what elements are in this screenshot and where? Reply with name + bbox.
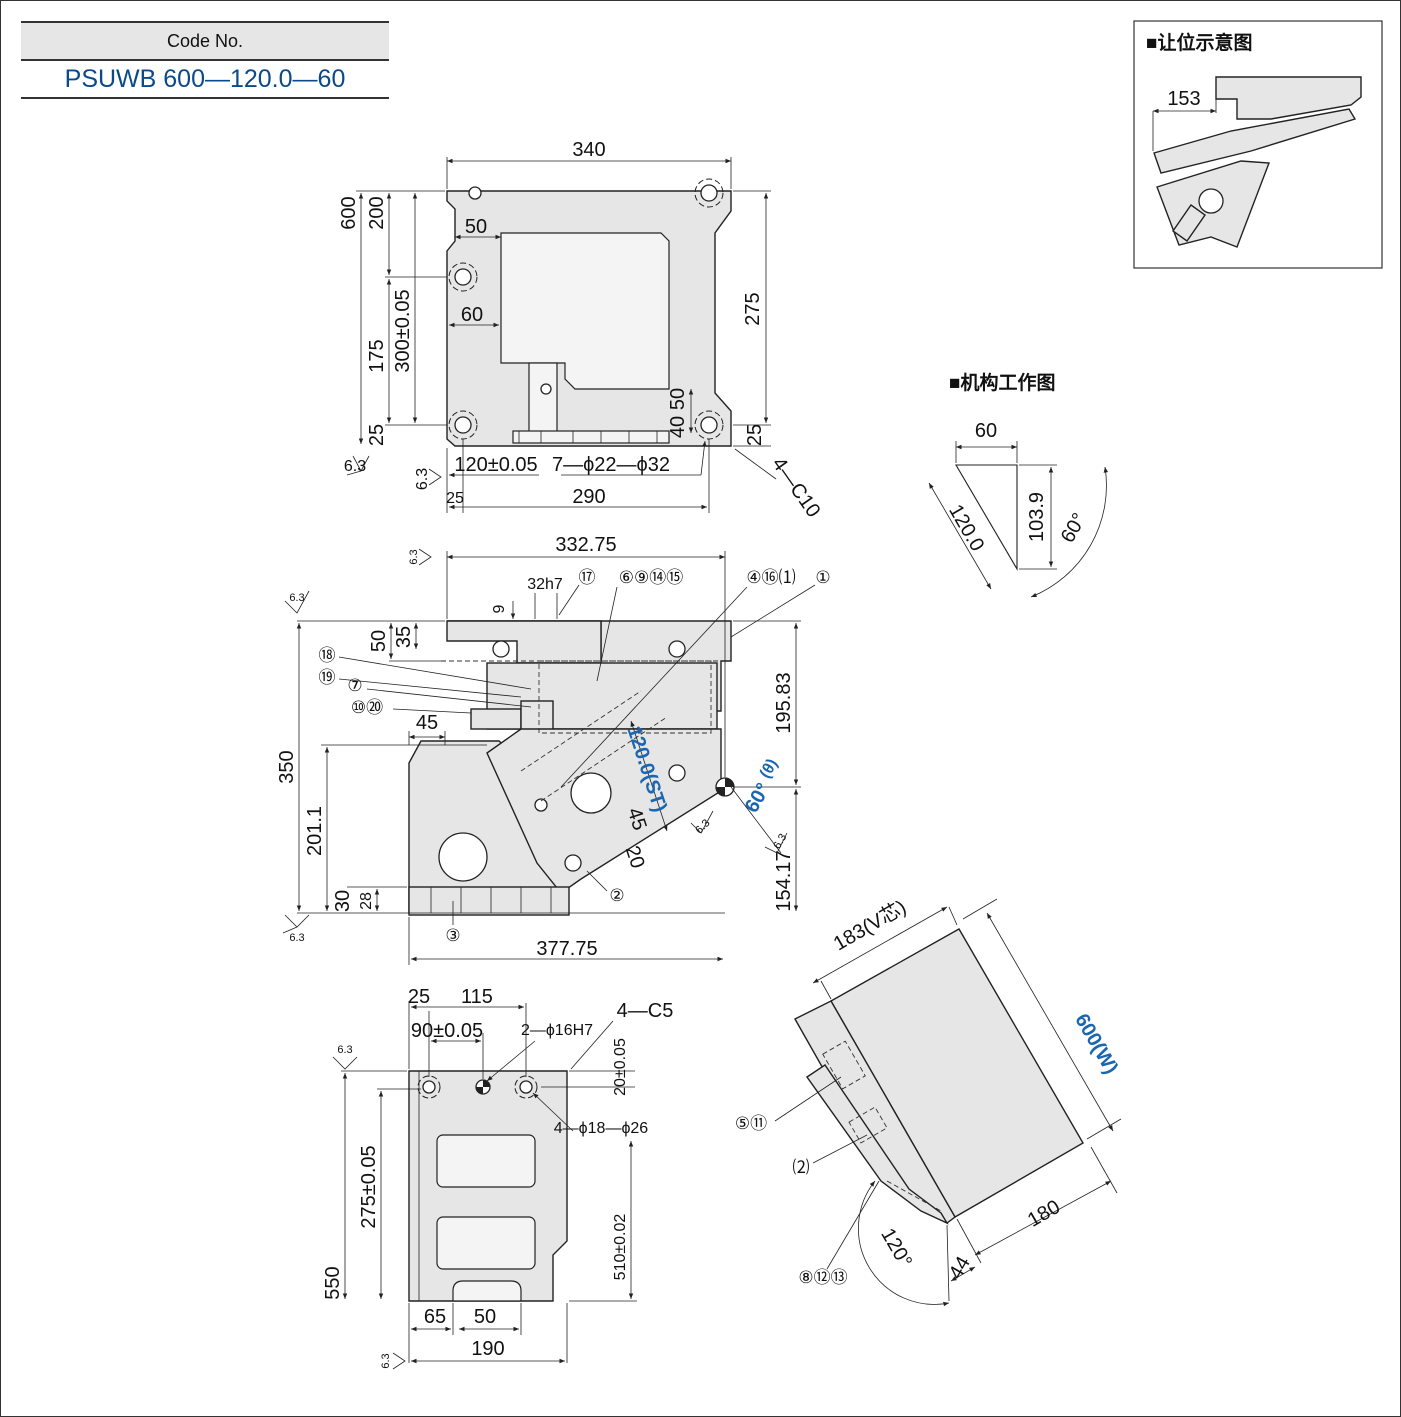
mech-height-dim: 103.9 [1026,492,1048,542]
front-dim-35: 35 [393,626,415,648]
callout-2: ② [609,886,624,905]
bottom-dim-190: 190 [471,1338,504,1360]
top-dim-175: 175 [366,339,388,372]
code-value: PSUWB 600—120.0—60 [21,61,389,99]
front-dim-32h7: 32h7 [527,576,563,593]
bottom-holes-callout: 4—ϕ18—ϕ26 [554,1120,649,1137]
top-dim-25b: 25 [744,424,766,446]
bottom-chamfer-callout: 4—C5 [617,1000,674,1022]
top-dim-290: 290 [572,486,605,508]
top-chamfer-callout: 4—C10 [767,453,824,521]
front-rough-4: 6.3 [693,817,712,836]
front-view: 332.75 6.3 32h7 9 50 35 45 350 201.1 30 … [276,534,831,965]
callout-8-12-13: ⑧⑫⑬ [798,1268,847,1287]
front-dim-50: 50 [368,630,390,652]
top-dim-600: 600 [338,196,360,229]
mech-angle-dim: 60° [1057,509,1091,546]
inset-mechanism-diagram: ■机构工作图 60 120.0 103.9 60° [928,371,1109,598]
bottom-dim-510: 510±0.02 [612,1214,629,1281]
top-dim-120: 120±0.05 [454,454,537,476]
inset-clearance-dim: 153 [1167,88,1200,110]
front-dim-37775: 377.75 [536,938,597,960]
inset-clearance-diagram: ■让位示意图 153 [1133,20,1383,269]
bottom-rough-1: 6.3 [337,1044,352,1056]
front-angle-theta: (θ) [757,756,781,781]
front-rough-3: 6.3 [289,932,304,944]
iso-dim-183: 183(V芯) [829,895,910,955]
callout-6-9-14-15: ⑥⑨⑭⑮ [619,568,683,587]
iso-dim-180: 180 [1024,1196,1064,1232]
front-dim-15417: 154.17 [773,850,795,911]
code-label: Code No. [21,21,389,61]
callout-10-20: ⑩⑳ [351,698,383,717]
top-dim-40: 40 [667,416,689,438]
top-dim-60: 60 [461,304,483,326]
bottom-dim-115: 115 [461,986,493,1008]
iso-dim-120deg: 120° [876,1225,916,1272]
front-dim-33275: 332.75 [555,534,616,556]
front-dim-19583: 195.83 [773,672,795,733]
callout-1: ① [815,568,830,587]
top-dim-50b: 50 [667,388,689,410]
bottom-dim-90: 90±0.05 [411,1020,483,1042]
bottom-dim-550: 550 [322,1266,344,1299]
callout-4-16-21: ④⑯⑴ [746,568,795,587]
callout-19: ⑲ [319,668,336,687]
top-rough-2: 6.3 [414,468,431,490]
front-angle-dim: 60° [741,779,775,816]
iso-view: 183(V芯) 600(W) 180 44 120° ⑤⑪ ⑵ ⑧⑫⑬ [735,895,1122,1307]
callout-3: ③ [445,926,460,945]
top-holes-callout: 7—ϕ22—ϕ32 [552,454,670,476]
front-rough-1: 6.3 [408,549,420,564]
callout-22: ⑵ [793,1158,810,1177]
inset-clearance-title: ■让位示意图 [1146,31,1252,54]
front-rough-2: 6.3 [289,592,304,604]
inset-mechanism-title: ■机构工作图 [949,371,1055,394]
code-number-box: Code No. PSUWB 600—120.0—60 [21,21,389,99]
callout-5-11: ⑤⑪ [735,1114,767,1133]
iso-dim-600w: 600(W) [1070,1010,1122,1078]
front-rough-5: 6.3 [771,832,789,851]
top-dim-25c: 25 [446,490,464,507]
bottom-view: 25 115 90±0.05 2—ϕ16H7 4—C5 20±0.05 4—ϕ1… [322,986,674,1370]
bottom-pins-callout: 2—ϕ16H7 [521,1022,593,1039]
top-dim-50: 50 [465,216,487,238]
front-dim-350: 350 [276,750,298,783]
top-rough-1: 6.3 [344,458,366,475]
callout-18: ⑱ [319,646,336,665]
front-dim-45: 45 [416,712,438,734]
front-dim-2011: 201.1 [304,806,326,856]
iso-dim-44: 44 [945,1253,975,1283]
top-view: 340 600 200 175 300±0.05 25 50 60 275 25 [338,139,824,522]
bottom-dim-275: 275±0.05 [358,1145,380,1228]
top-dim-275: 275 [742,292,764,325]
bottom-dim-50: 50 [474,1306,496,1328]
mech-top-dim: 60 [975,420,997,442]
callout-17: ⑰ [579,568,596,587]
front-dim-30: 30 [332,890,354,912]
callout-7: ⑦ [347,676,362,695]
bottom-dim-65: 65 [424,1306,446,1328]
bottom-dim-20: 20±0.05 [612,1038,629,1096]
front-dim-9: 9 [491,604,508,613]
bottom-rough-2: 6.3 [380,1353,392,1368]
front-dim-28: 28 [358,892,375,910]
top-dim-340: 340 [572,139,605,161]
top-dim-25a: 25 [366,424,388,446]
bottom-dim-25: 25 [408,986,430,1008]
top-dim-300: 300±0.05 [392,289,414,372]
top-dim-200: 200 [366,196,388,229]
